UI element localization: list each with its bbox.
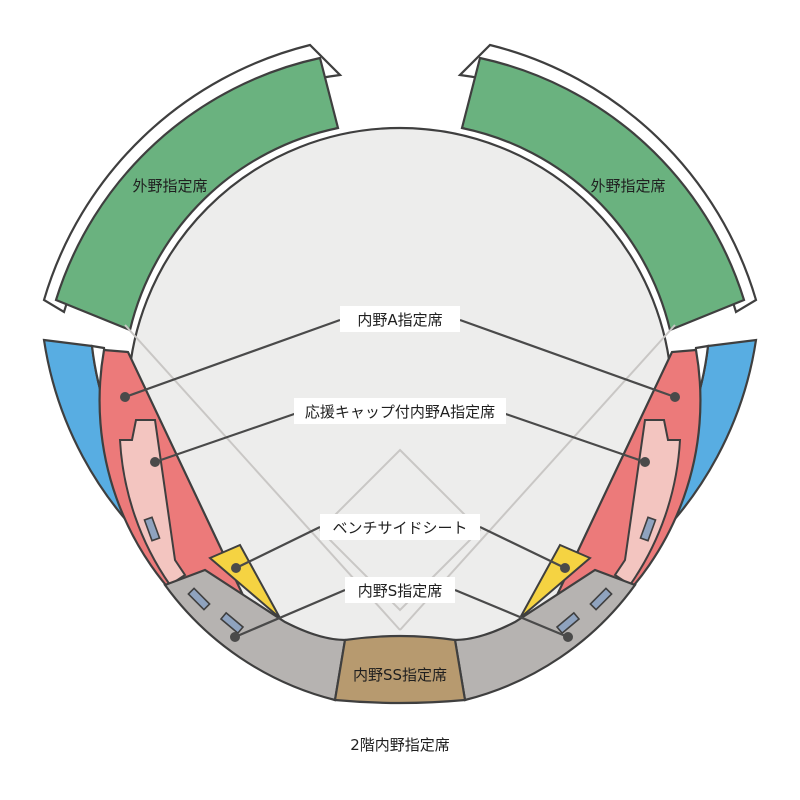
- gate-marker: [589, 587, 613, 611]
- section-outfield-left[interactable]: [54, 56, 340, 332]
- leader-lines: [120, 318, 680, 642]
- label-infield-a: 内野A指定席: [357, 311, 442, 329]
- gate-marker: [639, 516, 657, 542]
- label-second-floor: 2階内野指定席: [350, 736, 450, 754]
- section-bench-side-left[interactable]: [208, 543, 281, 619]
- label-outfield-right: 外野指定席: [590, 177, 665, 195]
- section-infield-s-right[interactable]: [453, 568, 637, 702]
- section-infield-s-left[interactable]: [163, 568, 347, 702]
- label-infield-ss: 内野SS指定席: [353, 666, 447, 684]
- label-outfield-left: 外野指定席: [132, 177, 207, 195]
- section-outfield-right[interactable]: [460, 56, 746, 332]
- gate-marker: [187, 587, 211, 611]
- label-cheer-cap: 応援キャップ付内野A指定席: [305, 403, 495, 421]
- label-infield-s: 内野S指定席: [358, 582, 443, 600]
- gate-marker: [555, 611, 581, 635]
- gate-marker: [143, 516, 161, 542]
- gate-marker: [219, 611, 245, 635]
- section-bench-side-right[interactable]: [519, 543, 592, 619]
- label-bench-side: ベンチサイドシート: [332, 519, 467, 537]
- section-infield-ss[interactable]: [333, 634, 467, 705]
